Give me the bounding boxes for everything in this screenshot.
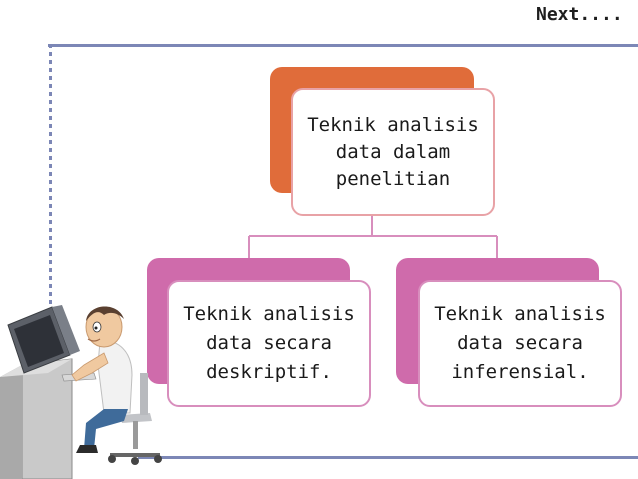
child-node-descriptive-label: Teknik analisis data secara deskriptif.	[183, 303, 355, 383]
child-node-inferential-label: Teknik analisis data secara inferensial.	[434, 303, 606, 383]
root-node: Teknik analisis data dalam penelitian	[291, 88, 495, 216]
child-node-descriptive: Teknik analisis data secara deskriptif.	[167, 280, 371, 407]
person-at-computer-icon	[0, 305, 162, 479]
root-node-label: Teknik analisis data dalam penelitian	[307, 113, 479, 190]
slide-frame-bottom-border	[138, 456, 638, 459]
child-node-inferential: Teknik analisis data secara inferensial.	[418, 280, 622, 407]
slide-frame-left-border	[49, 44, 52, 459]
next-link[interactable]: Next....	[536, 4, 623, 25]
slide-frame-top-border	[48, 44, 638, 47]
